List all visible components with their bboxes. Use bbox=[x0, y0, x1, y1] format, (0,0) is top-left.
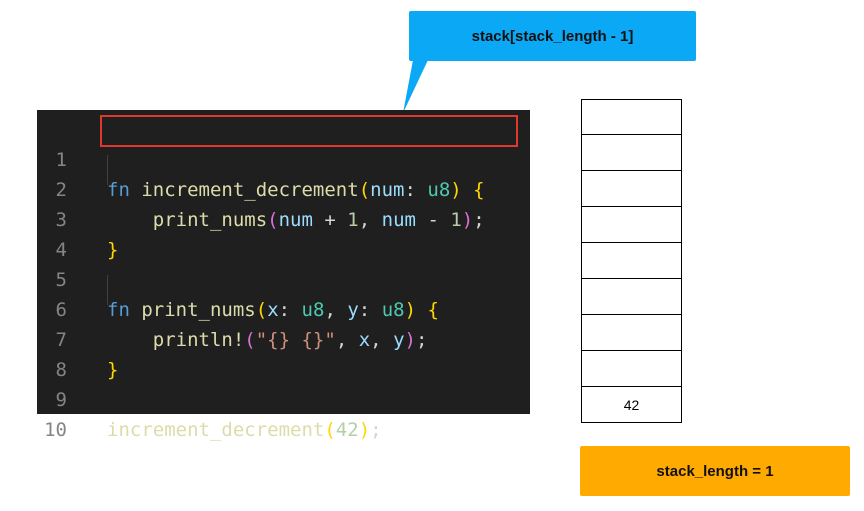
colon: : bbox=[278, 299, 291, 321]
stack-cell bbox=[581, 279, 682, 315]
colon: : bbox=[404, 179, 416, 201]
paren: ) bbox=[358, 419, 371, 441]
operator: - bbox=[427, 209, 439, 231]
function-name: increment_decrement bbox=[141, 179, 359, 201]
stack-cell bbox=[581, 135, 682, 171]
stack-diagram: 42 bbox=[581, 99, 682, 423]
code-line-5: 5 fn print_nums(x: u8, y: u8) { bbox=[37, 235, 530, 321]
brace: } bbox=[107, 239, 119, 261]
keyword: fn bbox=[107, 299, 130, 321]
line-number: 8 bbox=[55, 359, 67, 381]
brace: { bbox=[427, 299, 439, 321]
line-number: 6 bbox=[55, 299, 67, 321]
string-literal: "{} {}" bbox=[255, 329, 336, 351]
function-name: print_nums bbox=[141, 299, 256, 321]
callout-label: stack[stack_length - 1] bbox=[471, 27, 634, 45]
code-line-1: 1 fn increment_decrement(num: u8) { bbox=[37, 115, 530, 201]
param: y bbox=[347, 299, 359, 321]
code-line-10: 10 bbox=[37, 385, 530, 441]
indent-guide bbox=[107, 275, 108, 305]
comma: , bbox=[358, 209, 371, 231]
paren: ( bbox=[358, 179, 371, 201]
line-code: fn print_nums(x: u8, y: u8) { bbox=[107, 295, 439, 325]
paren: ) bbox=[450, 179, 462, 201]
paren: ) bbox=[461, 209, 474, 231]
colon: : bbox=[358, 299, 371, 321]
variable: y bbox=[393, 329, 405, 351]
line-code: println!("{} {}", x, y); bbox=[107, 325, 428, 355]
stack-cell bbox=[581, 315, 682, 351]
code-line-4: 4 bbox=[37, 205, 530, 261]
comma: , bbox=[370, 329, 382, 351]
number-literal: 1 bbox=[450, 209, 462, 231]
stack-cell-bottom: 42 bbox=[581, 387, 682, 423]
comma: , bbox=[324, 299, 336, 321]
line-number: 3 bbox=[55, 209, 67, 231]
comma: , bbox=[335, 329, 348, 351]
code-line-9: 9 increment_decrement(42); bbox=[37, 355, 530, 441]
line-number: 1 bbox=[55, 149, 67, 171]
macro-name: println! bbox=[152, 329, 245, 351]
paren: ( bbox=[255, 299, 268, 321]
brace: { bbox=[473, 179, 485, 201]
stack-cell bbox=[581, 243, 682, 279]
semicolon: ; bbox=[370, 419, 382, 441]
stack-top-callout: stack[stack_length - 1] bbox=[409, 11, 696, 61]
number-literal: 42 bbox=[335, 419, 359, 441]
line-number: 9 bbox=[55, 389, 67, 411]
type: u8 bbox=[381, 299, 405, 321]
variable: num bbox=[381, 209, 416, 231]
semicolon: ; bbox=[473, 209, 485, 231]
line-code: increment_decrement(42); bbox=[107, 415, 382, 445]
paren: ( bbox=[244, 329, 256, 351]
variable: x bbox=[358, 329, 371, 351]
line-number: 4 bbox=[55, 239, 67, 261]
line-code: fn increment_decrement(num: u8) { bbox=[107, 175, 485, 205]
type: u8 bbox=[301, 299, 325, 321]
line-code: print_nums(num + 1, num - 1); bbox=[107, 205, 485, 235]
code-editor: 1 fn increment_decrement(num: u8) { 2 pr… bbox=[37, 110, 530, 441]
operator: + bbox=[324, 209, 336, 231]
stack-cell bbox=[581, 171, 682, 207]
type: u8 bbox=[427, 179, 451, 201]
line-number: 5 bbox=[55, 269, 67, 291]
brace: } bbox=[107, 359, 119, 381]
stack-length-label: stack_length = 1 bbox=[656, 462, 774, 480]
line-number: 2 bbox=[55, 179, 67, 201]
paren: ) bbox=[404, 299, 417, 321]
semicolon: ; bbox=[415, 329, 428, 351]
stack-cell bbox=[581, 99, 682, 135]
keyword: fn bbox=[107, 179, 130, 201]
line-code: } bbox=[107, 355, 118, 385]
function-signature-highlight bbox=[100, 115, 518, 147]
paren: ) bbox=[404, 329, 416, 351]
code-line-3: 3 } bbox=[37, 175, 530, 261]
code-line-7: 7 } bbox=[37, 295, 530, 381]
stack-cell bbox=[581, 207, 682, 243]
code-line-2: 2 print_nums(num + 1, num - 1); bbox=[37, 145, 530, 231]
number-literal: 1 bbox=[347, 209, 359, 231]
param: num bbox=[370, 179, 405, 201]
stack-length-box: stack_length = 1 bbox=[580, 446, 850, 496]
paren: ( bbox=[324, 419, 336, 441]
line-code: } bbox=[107, 235, 118, 265]
param: x bbox=[267, 299, 279, 321]
indent-guide bbox=[107, 155, 108, 185]
code-line-6: 6 println!("{} {}", x, y); bbox=[37, 265, 530, 351]
line-number: 10 bbox=[44, 419, 67, 441]
line-number: 7 bbox=[55, 329, 67, 351]
function-name: print_nums bbox=[152, 209, 268, 231]
function-name: increment_decrement bbox=[107, 419, 325, 441]
stack-cell bbox=[581, 351, 682, 387]
paren: ( bbox=[267, 209, 279, 231]
code-line-8: 8 bbox=[37, 325, 530, 381]
variable: num bbox=[278, 209, 313, 231]
